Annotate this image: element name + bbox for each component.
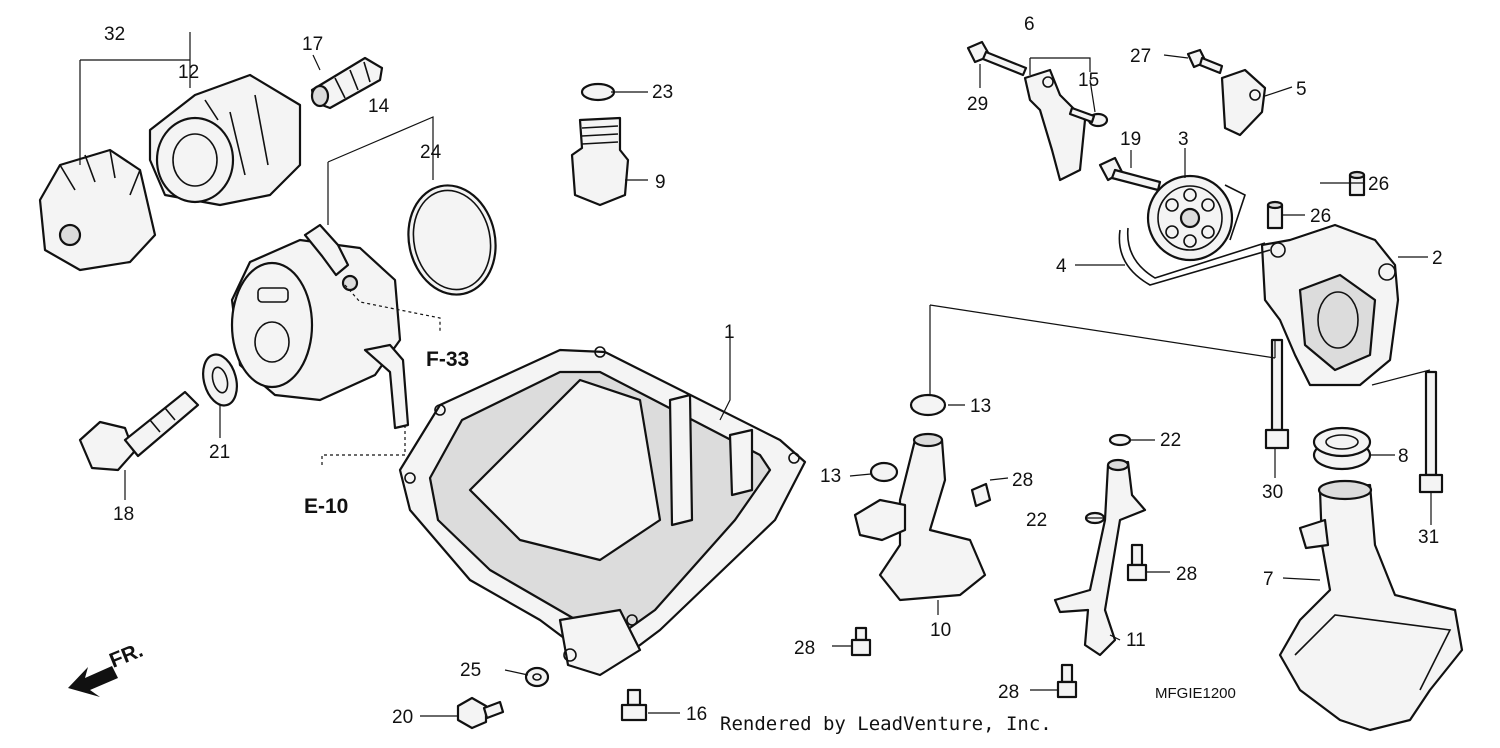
oil-cooler[interactable] xyxy=(230,223,410,430)
callout-3: 3 xyxy=(1178,129,1189,150)
callout-labels: 32 12 17 14 24 23 9 F-33 21 18 E-10 1 25… xyxy=(104,14,1443,735)
bolt-28-pipe-top[interactable] xyxy=(970,482,992,508)
callout-14: 14 xyxy=(368,96,390,117)
relief-valve-9[interactable] xyxy=(570,116,630,207)
callout-24: 24 xyxy=(420,142,442,163)
callout-28-pipe11-mid: 28 xyxy=(1176,564,1197,585)
oil-strainer-7[interactable] xyxy=(1278,479,1464,732)
callout-6: 6 xyxy=(1024,14,1035,35)
callout-30: 30 xyxy=(1262,482,1283,503)
stopper-5[interactable] xyxy=(1220,68,1267,137)
callout-26-lower: 26 xyxy=(1310,206,1331,227)
callout-22-upper: 22 xyxy=(1160,430,1181,451)
callout-4: 4 xyxy=(1056,256,1067,277)
callout-26-upper: 26 xyxy=(1368,174,1389,195)
oil-pump-2[interactable] xyxy=(1260,223,1400,387)
oil-pipe-11[interactable] xyxy=(1053,458,1147,657)
callout-19: 19 xyxy=(1120,129,1141,150)
credit-text: Rendered by LeadVenture, Inc. xyxy=(720,713,1052,735)
callout-1: 1 xyxy=(724,322,735,343)
callout-21: 21 xyxy=(209,442,230,463)
pump-sprocket-3[interactable] xyxy=(1146,174,1234,262)
oil-pan[interactable] xyxy=(398,346,807,677)
callout-13-upper: 13 xyxy=(970,396,991,417)
callout-13-lower: 13 xyxy=(820,466,841,487)
o-ring-13-lower[interactable] xyxy=(869,461,899,483)
bolt-28-pipe11-mid[interactable] xyxy=(1126,543,1148,582)
flange-bolt-16[interactable] xyxy=(620,688,648,722)
center-bolt-18[interactable] xyxy=(78,390,200,472)
front-direction-arrow-icon: FR. xyxy=(68,639,146,697)
callout-5: 5 xyxy=(1296,79,1307,100)
bolt-19[interactable] xyxy=(1098,156,1162,192)
callout-22-lower: 22 xyxy=(1026,510,1047,531)
callout-12: 12 xyxy=(178,62,199,83)
callout-28-pipe-top: 28 xyxy=(1012,470,1033,491)
callout-8: 8 xyxy=(1398,446,1409,467)
o-ring-23[interactable] xyxy=(580,82,616,102)
callout-28-pipe-bottom: 28 xyxy=(794,638,815,659)
bolt-15[interactable] xyxy=(1068,106,1109,128)
callout-20: 20 xyxy=(392,707,413,728)
washer-25[interactable] xyxy=(524,666,550,688)
ref-f33: F-33 xyxy=(426,348,469,371)
sealing-washer-21[interactable] xyxy=(198,351,242,410)
chain-guide-6[interactable] xyxy=(1023,68,1087,182)
front-label: FR. xyxy=(106,639,146,673)
callout-18: 18 xyxy=(113,504,134,525)
callout-23: 23 xyxy=(652,82,673,103)
callout-7: 7 xyxy=(1263,569,1274,590)
callout-25: 25 xyxy=(460,660,481,681)
oil-pipe-10[interactable] xyxy=(853,432,987,602)
callout-10: 10 xyxy=(930,620,951,641)
o-ring-13-upper[interactable] xyxy=(909,393,947,417)
callout-32: 32 xyxy=(104,24,125,45)
callout-11: 11 xyxy=(1126,630,1146,651)
ref-e10: E-10 xyxy=(304,495,348,518)
callout-2: 2 xyxy=(1432,248,1443,269)
callout-27: 27 xyxy=(1130,46,1151,67)
oil-filter-cap[interactable] xyxy=(38,148,157,272)
bolt-28-pipe-bottom[interactable] xyxy=(850,626,872,657)
drain-bolt-20[interactable] xyxy=(456,696,505,730)
o-ring-24[interactable] xyxy=(399,177,506,302)
oil-union[interactable] xyxy=(310,56,384,110)
callout-9: 9 xyxy=(655,172,666,193)
dowel-pin-26-lower[interactable] xyxy=(1266,200,1284,230)
bolt-28-pipe11-bottom[interactable] xyxy=(1056,663,1078,699)
diagram-code: MFGIE1200 xyxy=(1155,685,1236,702)
callout-29: 29 xyxy=(967,94,988,115)
leader-lines xyxy=(79,32,1432,717)
dowel-pin-26-upper[interactable] xyxy=(1348,170,1366,197)
callout-15: 15 xyxy=(1078,70,1099,91)
bolt-27[interactable] xyxy=(1186,48,1224,75)
bolt-29[interactable] xyxy=(966,40,1028,77)
callout-31: 31 xyxy=(1418,527,1439,548)
callout-17: 17 xyxy=(302,34,323,55)
drive-chain-4[interactable] xyxy=(1118,184,1271,286)
oil-seal-8[interactable] xyxy=(1312,426,1372,471)
callout-28-pipe11-bottom: 28 xyxy=(998,682,1019,703)
callout-16: 16 xyxy=(686,704,707,725)
o-ring-22-upper[interactable] xyxy=(1108,433,1132,447)
bolt-30[interactable] xyxy=(1264,338,1290,450)
oil-filter[interactable] xyxy=(148,73,302,207)
bolt-31[interactable] xyxy=(1418,370,1444,494)
